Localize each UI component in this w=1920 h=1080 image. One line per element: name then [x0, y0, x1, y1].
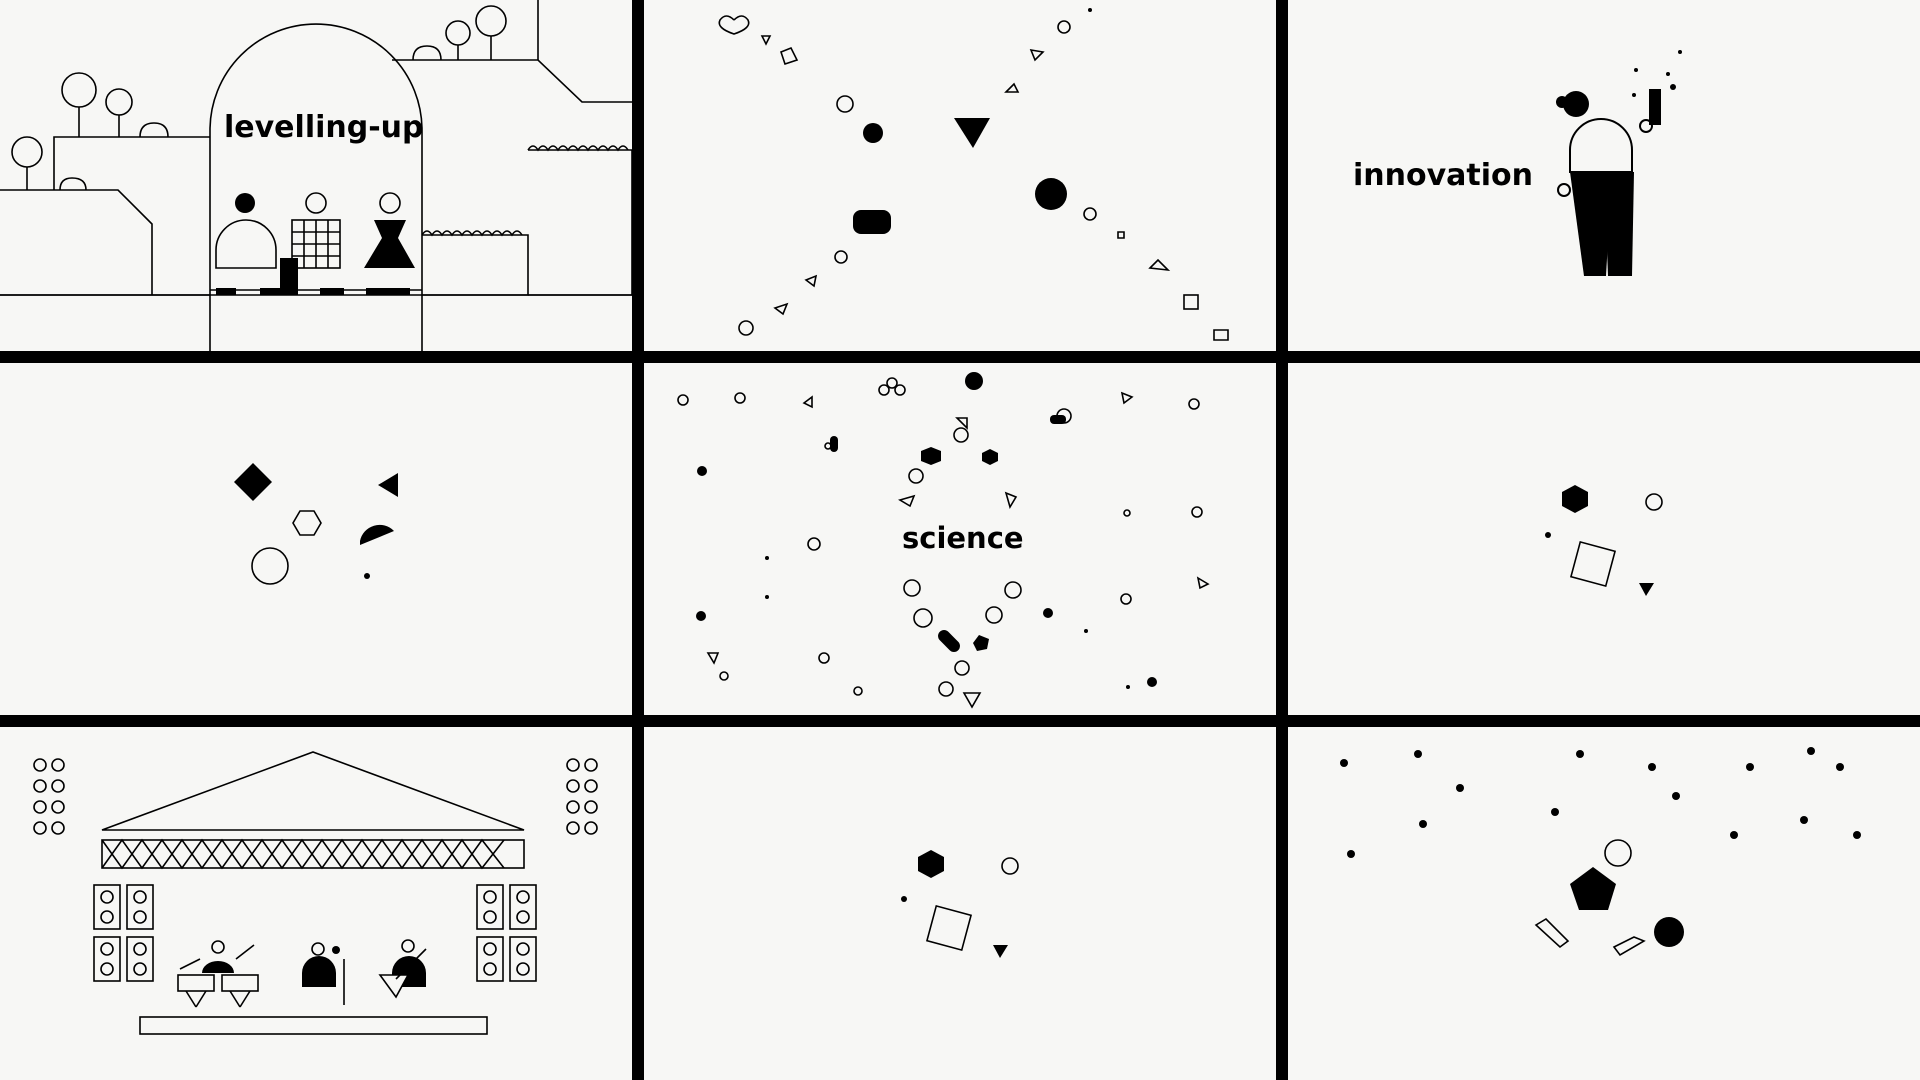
science-shapes: [677, 372, 1210, 709]
floating-shapes-d: [1340, 747, 1861, 957]
concert-stage-illustration: [33, 751, 598, 1035]
panel-title-science: science: [902, 521, 1024, 555]
floating-shapes-c: [901, 850, 1019, 958]
panel-levelling-up: levelling-up: [0, 0, 632, 351]
innovation-figure: [1556, 50, 1682, 276]
panel-shapes-c: [644, 727, 1276, 1080]
panel-shapes-d: [1288, 727, 1920, 1080]
panel-science: science: [644, 363, 1276, 715]
levelling-up-illustration: [0, 0, 632, 351]
floating-shapes-a: [234, 463, 398, 585]
panel-title-levelling-up: levelling-up: [224, 110, 424, 145]
panel-shapes-a: [0, 363, 632, 715]
scattered-shapes-x: [718, 8, 1229, 341]
panel-title-innovation: innovation: [1353, 158, 1533, 193]
panel-concert-stage: [0, 727, 632, 1080]
panel-science-x: [644, 0, 1276, 351]
panel-innovation: innovation: [1288, 0, 1920, 351]
floating-shapes-b: [1545, 485, 1663, 596]
panel-shapes-b: [1288, 363, 1920, 715]
